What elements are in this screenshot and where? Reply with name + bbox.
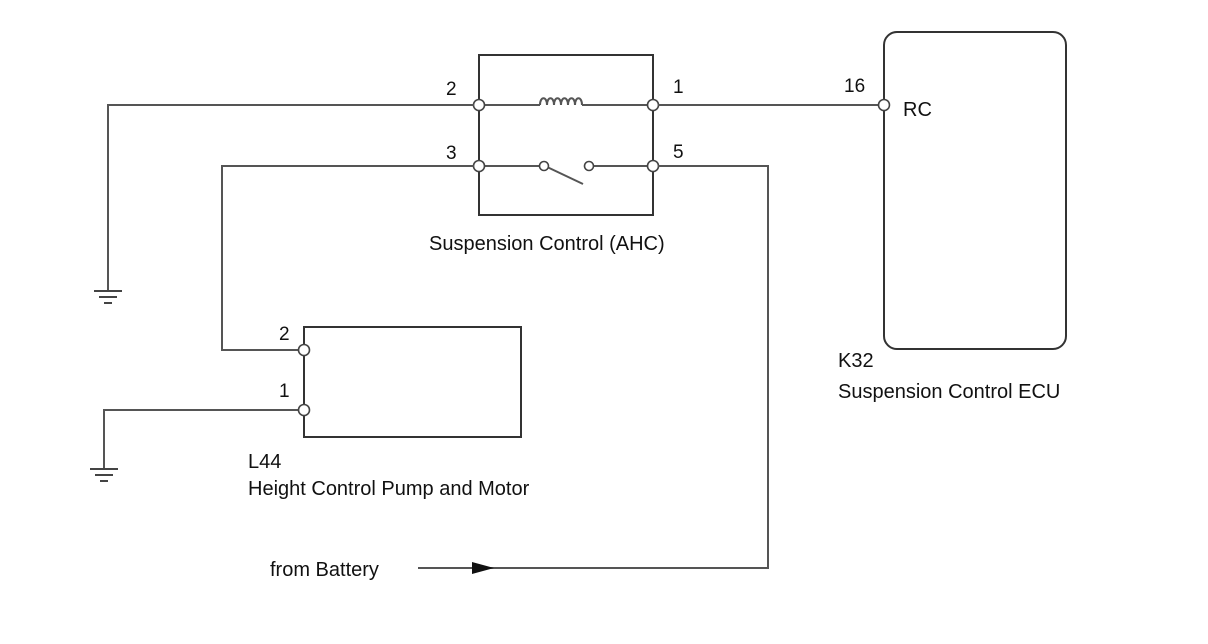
relay-coil-icon	[539, 97, 583, 106]
relay-suspension-control-ahc: 2 1 3 5 Suspension Control (AHC)	[429, 54, 684, 255]
relay-terminal-3	[472, 159, 486, 173]
wire-relay5-to-battery	[418, 165, 769, 569]
relay-terminal-5	[646, 159, 660, 173]
ecu-body	[883, 31, 1067, 350]
relay-body	[478, 54, 654, 216]
relay-pin-label-5: 5	[673, 142, 684, 163]
pump-terminal-2	[297, 343, 311, 357]
relay-terminal-2	[472, 98, 486, 112]
pump-terminal-1	[297, 403, 311, 417]
ecu-pin-number: 16	[844, 76, 865, 97]
ecu-code-label: K32	[838, 350, 874, 372]
relay-pin-label-1: 1	[673, 77, 684, 98]
relay-switch-contact-left	[538, 160, 550, 172]
wire-relay3-to-pump2	[221, 165, 474, 351]
pump-code-label: L44	[248, 451, 281, 473]
pump-pin-label-2: 2	[279, 324, 290, 345]
pump-pin-label-1: 1	[279, 381, 290, 402]
relay-name-label: Suspension Control (AHC)	[429, 233, 665, 255]
ecu-k32: 16 RC K32 Suspension Control ECU	[838, 31, 1067, 403]
wire-relay2-to-ground	[107, 104, 474, 290]
relay-terminal-1	[646, 98, 660, 112]
ecu-pin-name: RC	[903, 99, 932, 121]
ground-icon	[90, 468, 118, 482]
ecu-name-label: Suspension Control ECU	[838, 381, 1060, 403]
relay-pin-label-3: 3	[446, 143, 457, 164]
pump-l44: 2 1 L44 Height Control Pump and Motor	[248, 324, 530, 500]
relay-pin-label-2: 2	[446, 79, 457, 100]
wires	[103, 104, 879, 569]
pump-body	[303, 326, 522, 438]
battery-label: from Battery	[270, 559, 379, 581]
ground-icon	[94, 290, 122, 304]
ecu-terminal-16	[877, 98, 891, 112]
pump-name-label: Height Control Pump and Motor	[248, 478, 530, 500]
relay-switch-contact-right	[583, 160, 595, 172]
wire-pump1-to-ground	[103, 409, 299, 468]
battery-arrow-icon	[472, 562, 494, 574]
relay-switch-blade	[544, 165, 584, 185]
